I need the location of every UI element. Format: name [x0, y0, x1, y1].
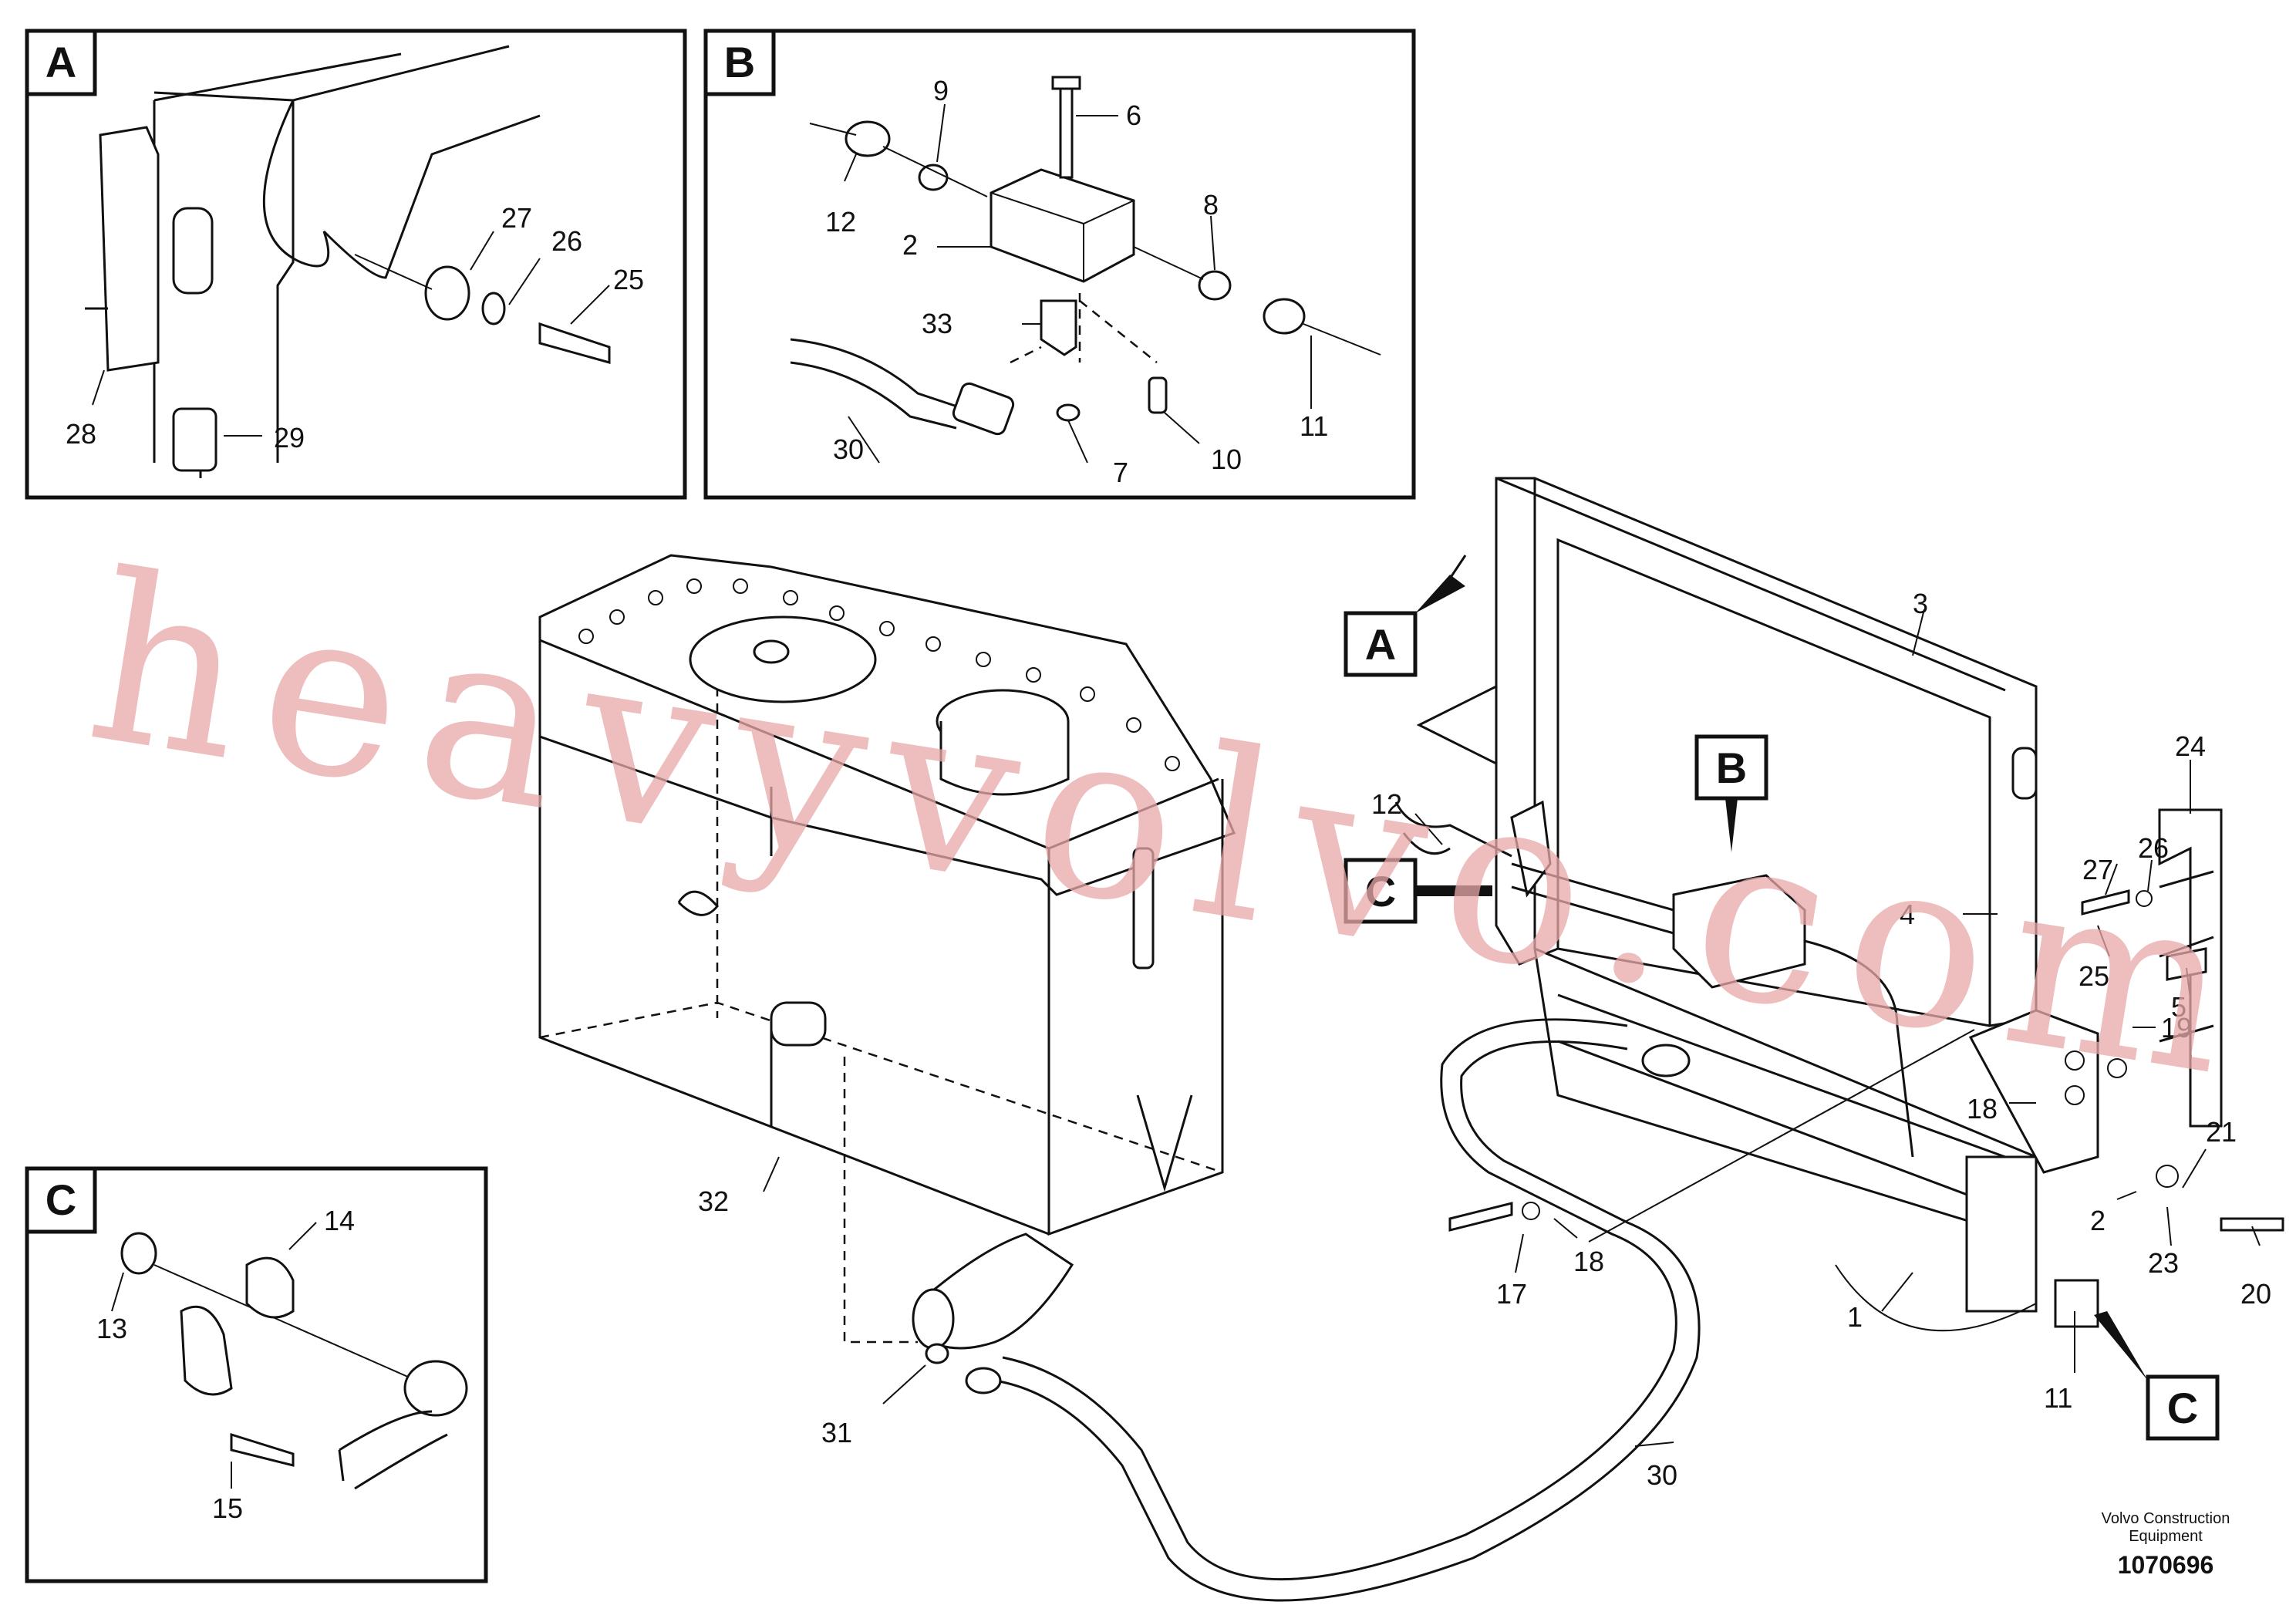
footer-company-line2: Equipment [2129, 1528, 2203, 1545]
part-number-label: 14 [324, 1205, 355, 1236]
inset-a-leaders [92, 231, 610, 437]
part-number-label: 30 [1647, 1459, 1677, 1491]
callout-b-letter: B [1716, 744, 1747, 792]
inset-b: B 9 6 12 8 2 33 30 7 10 [703, 29, 1416, 500]
part-number-label: 33 [922, 308, 952, 339]
part-number-label: 26 [2138, 832, 2169, 864]
part-number-label: 26 [551, 225, 582, 257]
part-number-label: 24 [2175, 730, 2206, 762]
part-number-label: 20 [2240, 1278, 2271, 1310]
part-number-label: 18 [1573, 1246, 1604, 1277]
inset-a: A 27 26 25 28 29 [25, 29, 687, 500]
inset-a-letter: A [46, 38, 76, 86]
callout-c-left: C [1344, 858, 1492, 924]
part-number-label: 1 [1847, 1301, 1863, 1333]
inset-c-letter: C [46, 1175, 76, 1224]
part-number-label: 25 [613, 264, 644, 295]
part-number-label: 27 [501, 202, 532, 234]
footer-company-line1: Volvo Construction [2102, 1510, 2230, 1527]
part-number-label: 15 [212, 1492, 243, 1524]
callout-b: B [1694, 734, 1768, 852]
part-number-label: 29 [274, 422, 305, 454]
callout-c-right: C [2094, 1311, 2220, 1441]
part-number-label: 8 [1203, 189, 1219, 221]
part-number-label: 18 [1967, 1093, 1998, 1125]
part-number-label: 28 [66, 418, 96, 450]
inset-b-leaders [844, 103, 1312, 464]
inset-b-labels: 9 6 12 8 2 33 30 7 10 11 [825, 75, 1328, 488]
part-number-label: 7 [1113, 457, 1128, 488]
inset-c-leaders [111, 1222, 317, 1489]
footer-drawing-number: 1070696 [2118, 1551, 2214, 1579]
part-number-label: 9 [933, 75, 949, 106]
part-number-label: 21 [2206, 1116, 2237, 1148]
inset-a-labels: 27 26 25 28 29 [66, 202, 644, 454]
part-number-label: 5 [2171, 991, 2186, 1023]
part-number-label: 17 [1496, 1278, 1527, 1310]
part-number-label: 12 [1371, 788, 1402, 820]
part-number-label: 25 [2079, 960, 2109, 992]
callout-a: A [1344, 555, 1467, 677]
part-number-label: 11 [1300, 410, 1328, 442]
part-number-label: 12 [825, 206, 856, 238]
part-number-label: 4 [1900, 899, 1915, 930]
main-leaders [763, 609, 2261, 1447]
callout-c-left-letter: C [1365, 867, 1396, 916]
inset-c: C 14 13 15 [25, 1166, 488, 1583]
part-number-label: 13 [96, 1313, 127, 1344]
footer: Volvo Construction Equipment 1070696 [2102, 1510, 2230, 1579]
part-number-label: 31 [821, 1417, 852, 1448]
part-number-label: 2 [2090, 1205, 2106, 1236]
inset-b-letter: B [724, 38, 755, 86]
callout-a-letter: A [1365, 620, 1396, 669]
callout-c-right-letter: C [2167, 1384, 2198, 1432]
part-number-label: 11 [2044, 1382, 2072, 1414]
part-number-label: 23 [2148, 1247, 2179, 1279]
inset-c-labels: 14 13 15 [96, 1205, 355, 1524]
part-number-label: 6 [1126, 99, 1141, 131]
part-number-label: 32 [698, 1185, 729, 1217]
part-number-label: 2 [902, 229, 918, 261]
hydraulic-tank [538, 554, 1236, 1350]
part-number-label: 3 [1913, 588, 1928, 619]
part-number-label: 30 [833, 433, 864, 465]
part-number-label: 10 [1211, 443, 1242, 475]
main-labels: 3 24 12 4 27 26 25 5 19 18 21 2 23 20 17… [698, 588, 2271, 1491]
part-number-label: 19 [2161, 1012, 2192, 1044]
mounting-frame [925, 477, 2284, 1602]
part-number-label: 27 [2082, 854, 2113, 885]
watermark: heavyvolvo.com [74, 523, 2271, 1130]
